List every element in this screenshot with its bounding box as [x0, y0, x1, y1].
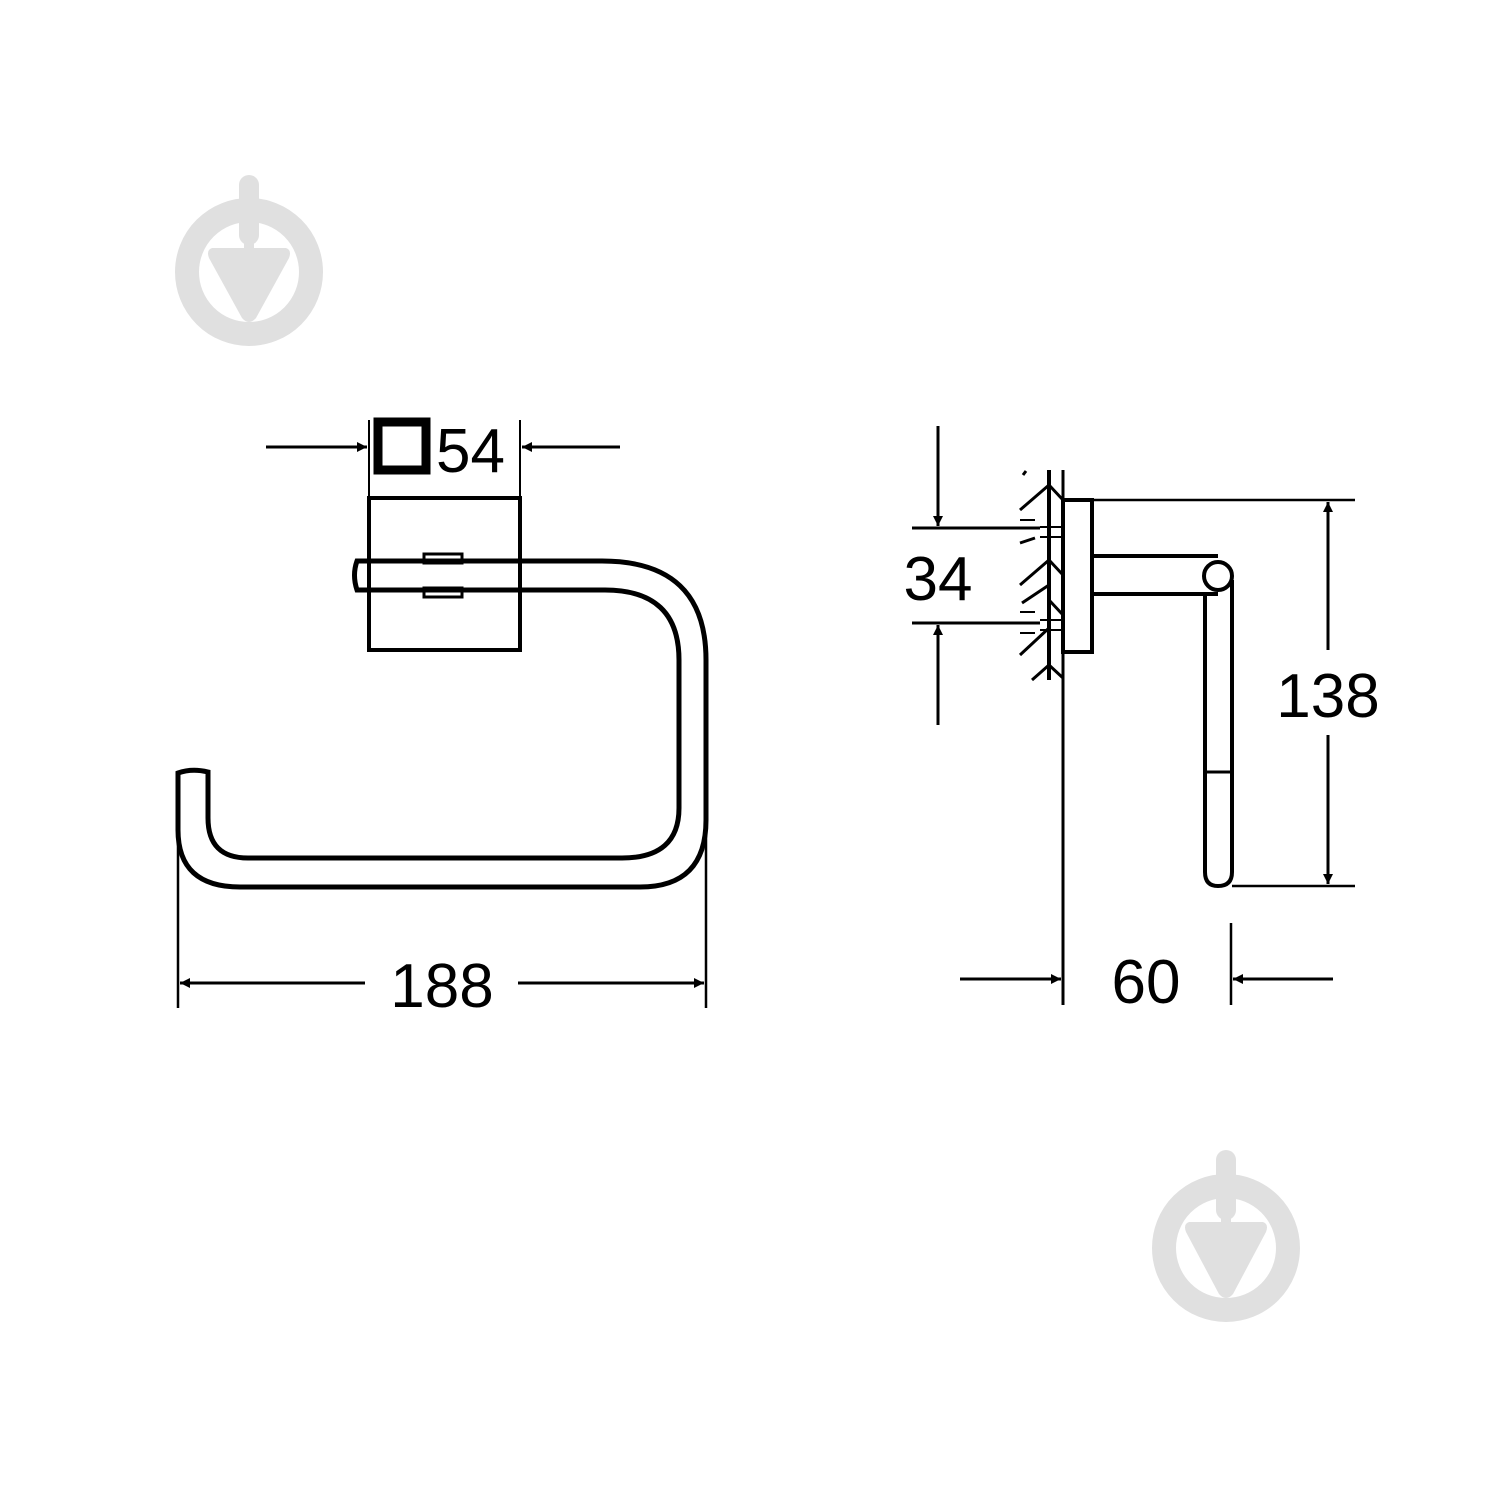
side-view: 34 138 60 — [904, 426, 1380, 1017]
front-view: 54 188 — [175, 417, 709, 1021]
pivot-joint — [1202, 560, 1234, 592]
rosette-side — [1061, 498, 1094, 654]
rosette-plate — [367, 496, 522, 652]
width-dimension-label: 188 — [390, 952, 493, 1021]
trowel-logo-icon — [1152, 1150, 1300, 1322]
height-dimension-label: 138 — [1276, 662, 1379, 731]
projection-dimension-label: 60 — [1112, 948, 1181, 1017]
mounting-dimension-label: 34 — [904, 545, 973, 614]
square-symbol-icon — [373, 417, 431, 475]
trowel-logo-icon — [175, 175, 323, 346]
ring-bar — [175, 558, 709, 890]
rosette-dimension-label: 54 — [436, 417, 505, 486]
